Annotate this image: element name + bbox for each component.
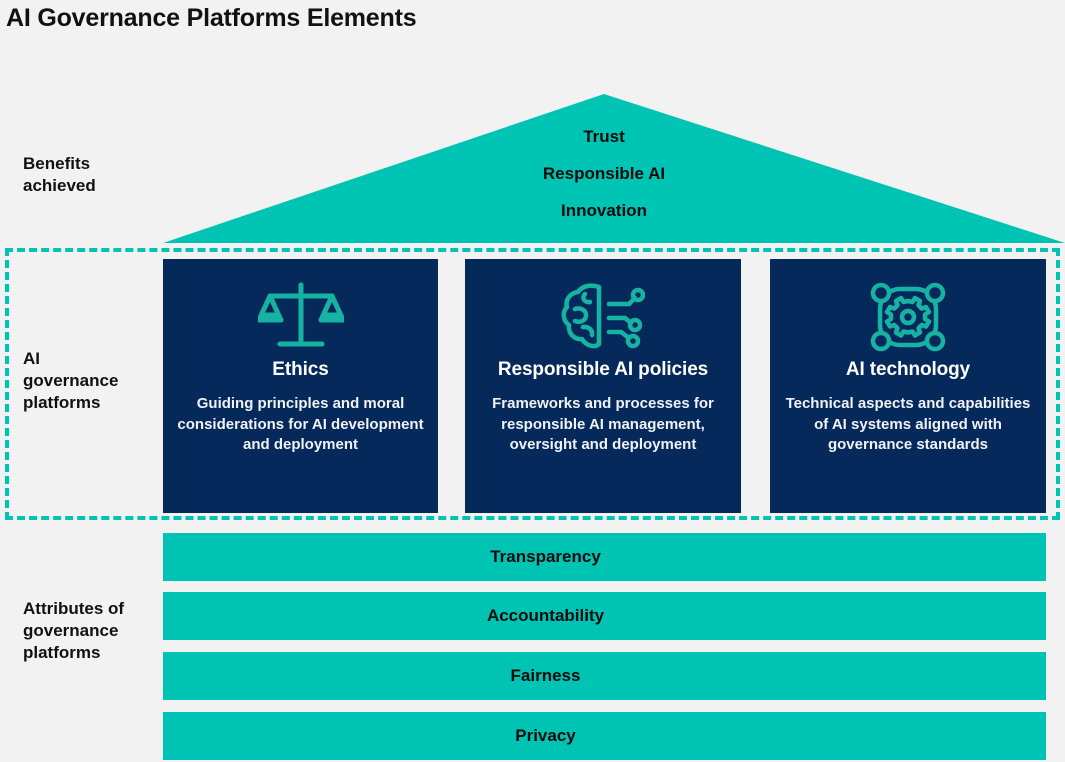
row-label-platforms-line-3: platforms (23, 392, 101, 412)
row-label-attributes-of-governance-platforms: Attributes of governance platforms (23, 598, 158, 663)
roof-shape-icon (163, 94, 1065, 243)
governance-card-title-responsible-ai-policies: Responsible AI policies (497, 359, 709, 380)
page-title: AI Governance Platforms Elements (6, 4, 417, 32)
brain-circuit-icon (465, 281, 741, 353)
governance-card-ai-technology[interactable]: AI technology Technical aspects and capa… (770, 259, 1046, 513)
attribute-bar-transparency[interactable]: Transparency (163, 533, 1046, 581)
attribute-bar-fairness[interactable]: Fairness (163, 652, 1046, 700)
attribute-bar-privacy[interactable]: Privacy (163, 712, 1046, 760)
governance-card-body-responsible-ai-policies: Frameworks and processes for responsible… (492, 395, 714, 454)
row-label-attributes-line-3: platforms (23, 642, 101, 662)
governance-card-responsible-ai-policies[interactable]: Responsible AI policies Frameworks and p… (465, 259, 741, 513)
attribute-bar-accountability[interactable]: Accountability (163, 592, 1046, 640)
row-label-benefits-achieved: Benefits achieved (23, 153, 158, 197)
governance-card-body-ethics: Guiding principles and moral considerati… (177, 395, 424, 454)
scales-of-justice-icon (163, 281, 438, 353)
governance-card-title-ethics: Ethics (272, 359, 329, 380)
governance-card-body-ai-technology: Technical aspects and capabilities of AI… (785, 395, 1031, 454)
gear-network-icon (770, 281, 1046, 353)
row-label-platforms-line-1: AI (23, 349, 40, 368)
row-label-benefits-line-2: achieved (23, 175, 96, 195)
row-label-platforms-line-2: governance (23, 370, 119, 390)
row-label-ai-governance-platforms: AI governance platforms (23, 348, 158, 413)
governance-card-title-ai-technology: AI technology (845, 359, 971, 380)
row-label-benefits-line-1: Benefits (23, 154, 91, 173)
attribute-bar-label-accountability: Accountability (486, 606, 605, 625)
attribute-bar-label-fairness: Fairness (510, 666, 581, 685)
row-label-attributes-line-2: governance (23, 620, 119, 640)
governance-card-ethics[interactable]: Ethics Guiding principles and moral cons… (163, 259, 438, 513)
attribute-bar-label-privacy: Privacy (515, 726, 576, 745)
row-label-attributes-line-1: Attributes of (23, 599, 125, 618)
ai-governance-platforms-dashed-region (5, 248, 1060, 520)
benefits-roof-triangle: Trust Responsible AI Innovation (163, 94, 1065, 244)
attribute-bar-label-transparency: Transparency (490, 547, 601, 566)
